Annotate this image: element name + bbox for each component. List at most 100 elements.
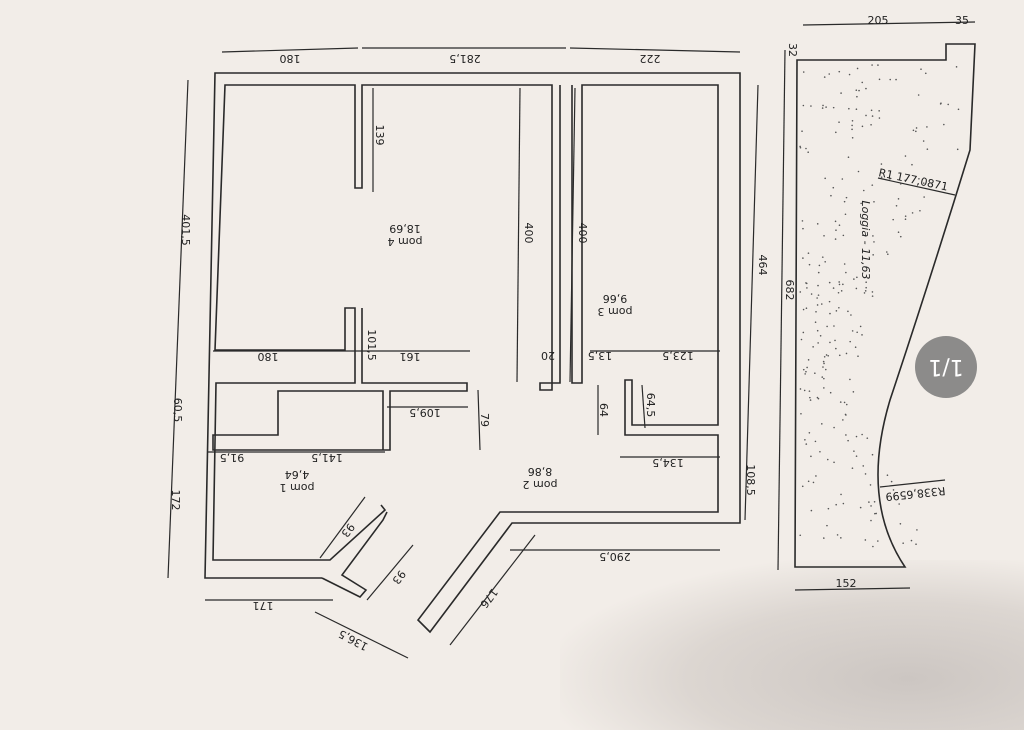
stipple-dot [814,440,817,443]
stipple-dot [802,368,805,371]
stipple-dot [843,200,846,203]
stipple-dot [889,78,892,81]
stipple-dot [915,543,917,546]
room-area: 9,66 [603,292,628,305]
stipple-dot [838,306,840,309]
stipple-dot [915,127,918,129]
stipple-dot [810,293,813,295]
stipple-dot [851,330,854,332]
stipple-dot [838,121,840,123]
stipple-dot [870,519,872,522]
stipple-dot [806,287,808,289]
stipple-dot [856,67,859,70]
stipple-dot [802,257,804,259]
stipple-dot [923,196,925,198]
stipple-dot [850,314,852,316]
stipple-dot [823,537,825,539]
stipple-dot [922,140,925,142]
stipple-dot [832,287,835,289]
stipple-dot [829,391,832,394]
stipple-dot [816,329,819,332]
stipple-dot [856,95,858,98]
stipple-dot [823,377,825,380]
photo-shadow [560,560,1024,730]
stipple-dot [886,474,889,477]
dim-label: 60,5 [171,398,184,423]
stipple-dot [845,434,847,436]
stipple-dot [845,196,848,199]
stipple-dot [838,283,841,286]
stipple-dot [845,352,848,355]
stipple-dot [855,287,858,290]
dim-label: 123,5 [662,349,694,362]
stipple-dot [842,283,844,286]
stipple-dot [821,423,823,425]
stipple-dot [805,370,807,373]
stipple-dot [808,390,811,392]
stipple-dot [815,475,817,477]
stipple-dot [804,438,806,441]
stipple-dot [864,473,867,475]
stipple-dot [826,524,828,527]
stipple-dot [865,286,867,289]
stipple-dot [817,284,819,287]
stipple-dot [943,123,945,126]
stipple-dot [822,366,824,368]
stipple-dot [840,493,842,496]
stipple-dot [957,108,960,111]
outer-wall [204,72,741,634]
stipple-dot [838,70,841,73]
stipple-dot [805,282,808,285]
stipple-dot [830,194,832,197]
room-name: pom 3 [598,305,633,318]
stipple-dot [816,297,818,299]
dim-label: 91,5 [220,451,245,464]
stipple-dot [898,503,900,505]
dimension-lines [167,21,976,659]
stipple-dot [947,103,949,106]
stipple-dot [844,413,847,416]
stipple-dot [815,310,817,313]
stipple-dot [833,325,835,327]
stipple-dot [897,231,900,234]
stipple-dot [940,102,942,104]
stipple-dot [851,124,853,127]
stipple-dot [801,220,804,222]
dim-label: 139 [373,125,386,146]
stipple-dot [887,253,889,256]
walls [167,21,976,659]
stipple-dot [819,334,822,337]
radius-label: R338,6599 [885,484,946,503]
stipple-dot [835,347,837,350]
stipple-dot [814,372,816,374]
stipple-dot [816,223,819,225]
stipple-dot [853,450,855,452]
stipple-dot [854,346,857,349]
stipple-dot [864,290,867,292]
stipple-dot [858,89,860,92]
stipple-dot [827,355,830,357]
stipple-dot [824,177,826,180]
stipple-dot [841,178,844,180]
room-name: pom 1 [280,481,315,494]
stipple-dot [824,261,826,263]
stipple-dot [875,512,877,515]
stipple-dot [916,529,918,531]
stipple-dot [856,276,858,279]
stipple-dot [799,534,802,537]
stipple-dot [802,331,805,334]
stipple-dot [878,110,880,112]
stipple-dot [855,455,858,457]
radius-label: R1 177,0871 [877,166,949,193]
stipple-dot [847,439,849,442]
room-area: 4,64 [285,468,310,481]
dim-label: 152 [836,577,857,590]
stipple-dot [860,202,862,205]
stipple-dot [892,218,894,221]
stipple-dot [889,178,891,180]
stipple-dot [911,163,913,166]
stipple-dot [826,325,828,328]
dim-label: 134,5 [652,456,684,469]
stipple-dot [869,484,872,486]
stipple-dot [904,215,907,217]
